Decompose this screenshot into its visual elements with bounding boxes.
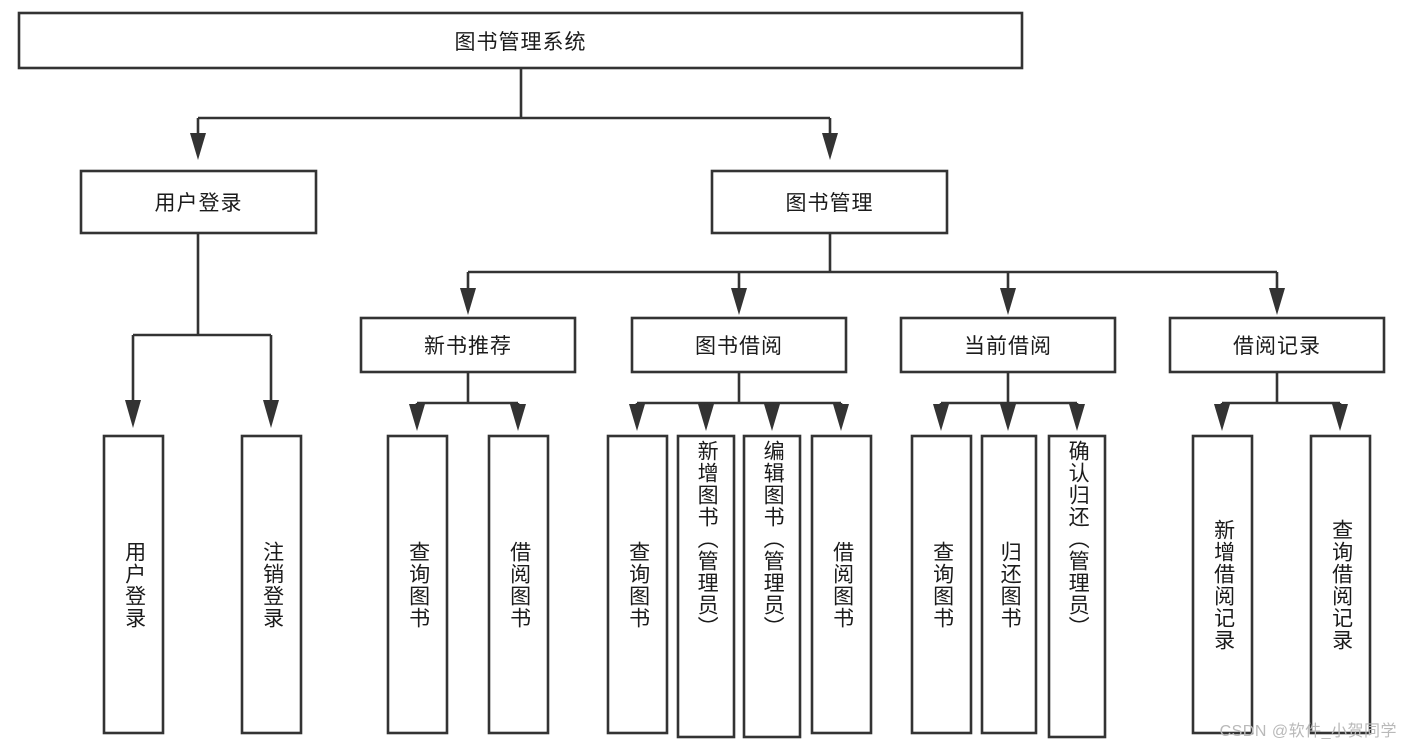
leaf-box-newbook-query[interactable] [386,434,449,735]
leaf-box-br-add[interactable] [1191,434,1254,735]
arrow-head-bb-edit [764,404,780,431]
leaf-box-bb-query[interactable] [606,434,669,735]
node-current-borrow[interactable] [899,316,1117,374]
node-borrow-record[interactable] [1168,316,1386,374]
arrow-head-bb-borrow [833,404,849,431]
leaf-box-bb-edit[interactable] [742,434,802,739]
arrow-head-newbook-borrow [510,404,526,431]
node-boxes-group [17,11,1386,739]
node-new-book-recommend[interactable] [359,316,577,374]
arrow-head-new-book [460,288,476,315]
leaf-box-cb-confirm[interactable] [1047,434,1107,739]
arrow-head-cb-query [933,404,949,431]
arrow-head-borrow-record [1269,288,1285,315]
leaf-box-user-login[interactable] [102,434,165,735]
arrow-head-bb-add [698,404,714,431]
node-user-login[interactable] [79,169,318,235]
arrow-head-bb-query [629,404,645,431]
arrow-head-user-login [190,133,206,160]
node-book-borrow[interactable] [630,316,848,374]
arrow-head-book-mgmt [822,133,838,160]
arrow-head-current-borrow [1000,288,1016,315]
leaf-box-logout[interactable] [240,434,303,735]
leaf-box-bb-borrow[interactable] [810,434,873,735]
leaf-box-cb-query[interactable] [910,434,973,735]
leaf-box-br-query[interactable] [1309,434,1372,735]
arrow-head-br-query [1332,404,1348,431]
watermark-text: CSDN @软件_小贺同学 [1219,723,1397,740]
leaf-box-cb-return[interactable] [980,434,1038,735]
node-root[interactable] [17,11,1024,70]
leaf-box-bb-add[interactable] [676,434,736,739]
arrow-head-cb-confirm [1069,404,1085,431]
leaf-box-newbook-borrow[interactable] [487,434,550,735]
arrow-head-leaf-logout [263,400,279,428]
arrow-head-cb-return [1000,404,1016,431]
connectors-group [125,69,1348,431]
arrow-head-leaf-user-login [125,400,141,428]
arrow-head-newbook-query [409,404,425,431]
arrow-head-br-add [1214,404,1230,431]
node-book-management[interactable] [710,169,949,235]
arrow-head-book-borrow [731,288,747,315]
